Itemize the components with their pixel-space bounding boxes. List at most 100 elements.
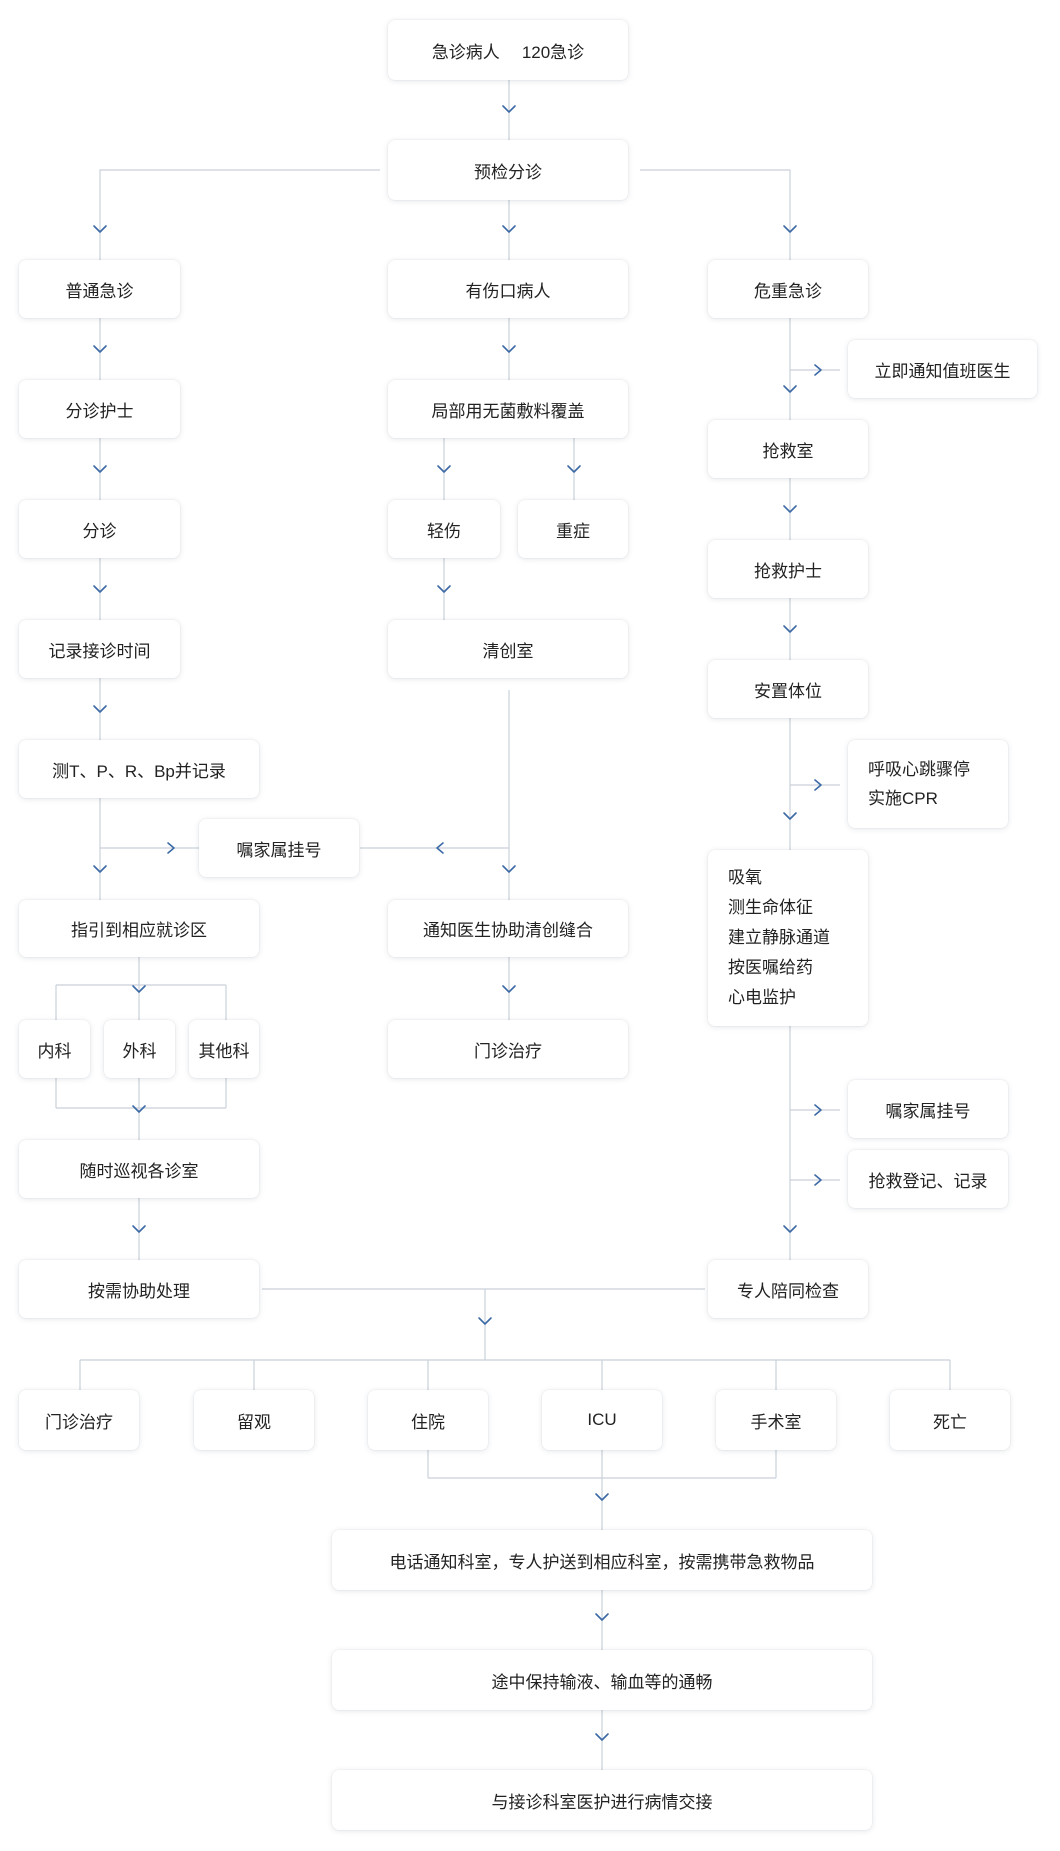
node-assist: 按需协助处理 (19, 1260, 259, 1318)
node-label: 实施CPR (868, 789, 938, 808)
node-label: 留观 (237, 1412, 271, 1432)
node-label: 抢救护士 (754, 561, 822, 581)
arrow-chevrons (93, 105, 822, 1741)
node-debridement-suture: 通知医生协助清创缝合 (388, 900, 628, 957)
node-label: 测T、P、R、Bp并记录 (52, 761, 226, 781)
node-outcome-icu: ICU (542, 1390, 662, 1450)
node-critical-emergency: 危重急诊 (708, 260, 868, 318)
node-label: 轻伤 (427, 521, 461, 541)
connector (55, 1078, 227, 1140)
node-label: 普通急诊 (65, 281, 134, 301)
node-label: 有伤口病人 (465, 281, 551, 301)
node-label: 测生命体征 (728, 898, 813, 917)
node-label: 重症 (556, 521, 590, 541)
chevron-right-icon (814, 779, 822, 791)
node-label: 预检分诊 (474, 162, 542, 182)
node-label: 心电监护 (728, 988, 796, 1007)
chevron-down-icon (502, 345, 516, 353)
node-label: 记录接诊时间 (48, 641, 151, 661)
connector (789, 318, 840, 1260)
node-outcome-observation: 留观 (194, 1390, 314, 1450)
node-general-emergency: 普通急诊 (19, 260, 180, 318)
connector (427, 1450, 777, 1530)
connector (360, 690, 510, 900)
chevron-down-icon (132, 1105, 146, 1113)
chevron-down-icon (567, 465, 581, 473)
connector (55, 957, 227, 1020)
node-positioning: 安置体位 (708, 660, 868, 718)
chevron-down-icon (93, 225, 107, 233)
node-label: 其他科 (198, 1041, 250, 1061)
node-handover: 与接诊科室医护进行病情交接 (332, 1770, 872, 1830)
node-label: 局部用无菌敷料覆盖 (431, 401, 585, 421)
node-debridement-room: 清创室 (388, 620, 628, 678)
node-rescue-nurse: 抢救护士 (708, 540, 868, 598)
node-label: 专人陪同检查 (737, 1281, 839, 1301)
node-family-register-right: 嘱家属挂号 (848, 1080, 1008, 1138)
chevron-down-icon (93, 345, 107, 353)
node-triage-nurse: 分诊护士 (19, 380, 180, 438)
node-patrol: 随时巡视各诊室 (19, 1140, 259, 1198)
chevron-down-icon (783, 505, 797, 513)
node-internal-medicine: 内科 (19, 1020, 90, 1078)
node-label: 内科 (37, 1041, 72, 1061)
chevron-down-icon (437, 465, 451, 473)
node-cardiac-arrest-cpr: 呼吸心跳骤停 实施CPR (848, 740, 1008, 828)
node-severe: 重症 (518, 500, 628, 558)
chevron-down-icon (595, 1733, 609, 1741)
chevron-left-icon (436, 842, 444, 854)
connector (79, 1359, 951, 1390)
chevron-right-icon (814, 1174, 822, 1186)
node-rescue-record: 抢救登记、记录 (848, 1150, 1008, 1208)
node-label: 分诊 (82, 521, 117, 541)
node-label: 门诊治疗 (45, 1412, 113, 1432)
node-label: 电话通知科室，专人护送到相应科室，按需携带急救物品 (389, 1552, 815, 1572)
node-label: 安置体位 (754, 681, 822, 701)
node-label: 危重急诊 (754, 281, 822, 301)
chevron-right-icon (814, 364, 822, 376)
node-guide-area: 指引到相应就诊区 (19, 900, 259, 957)
node-label: 呼吸心跳骤停 (868, 760, 970, 779)
chevron-down-icon (783, 1225, 797, 1233)
chevron-down-icon (502, 225, 516, 233)
node-record-time: 记录接诊时间 (19, 620, 180, 678)
chevron-right-icon (167, 842, 175, 854)
node-other-dept: 其他科 (189, 1020, 259, 1078)
node-escort-exam: 专人陪同检查 (708, 1260, 868, 1318)
node-label: 按需协助处理 (88, 1281, 190, 1301)
node-notify-doctor: 立即通知值班医生 (848, 340, 1037, 398)
chevron-down-icon (437, 585, 451, 593)
node-label: 急诊病人 (431, 42, 500, 62)
node-outcome-death: 死亡 (890, 1390, 1010, 1450)
chevron-down-icon (783, 225, 797, 233)
chevron-down-icon (502, 865, 516, 873)
chevron-down-icon (478, 1317, 492, 1325)
node-label: 抢救室 (762, 441, 814, 461)
node-label: 120急诊 (521, 42, 585, 62)
node-triage: 预检分诊 (388, 140, 628, 200)
chevron-down-icon (502, 985, 516, 993)
node-label: 抢救登记、记录 (868, 1171, 988, 1191)
node-emergency-patient: 急诊病人 120急诊 (388, 20, 628, 80)
node-surgery: 外科 (104, 1020, 175, 1078)
node-label: 吸氧 (728, 868, 762, 887)
node-label: 途中保持输液、输血等的通畅 (491, 1672, 713, 1692)
chevron-down-icon (595, 1613, 609, 1621)
node-label: 分诊护士 (65, 401, 134, 421)
node-outcome-admission: 住院 (368, 1390, 488, 1450)
node-label: ICU (587, 1410, 617, 1429)
node-label: 门诊治疗 (474, 1041, 542, 1061)
chevron-down-icon (595, 1493, 609, 1501)
node-family-register-left: 嘱家属挂号 (199, 819, 359, 877)
node-label: 嘱家属挂号 (885, 1101, 971, 1121)
node-rescue-room: 抢救室 (708, 420, 868, 478)
node-outcome-outpatient: 门诊治疗 (19, 1390, 139, 1450)
node-outcome-operating-room: 手术室 (716, 1390, 836, 1450)
node-triage-step: 分诊 (19, 500, 180, 558)
chevron-down-icon (783, 385, 797, 393)
node-vitals: 测T、P、R、Bp并记录 (19, 740, 259, 798)
chevron-down-icon (783, 625, 797, 633)
chevron-down-icon (93, 705, 107, 713)
